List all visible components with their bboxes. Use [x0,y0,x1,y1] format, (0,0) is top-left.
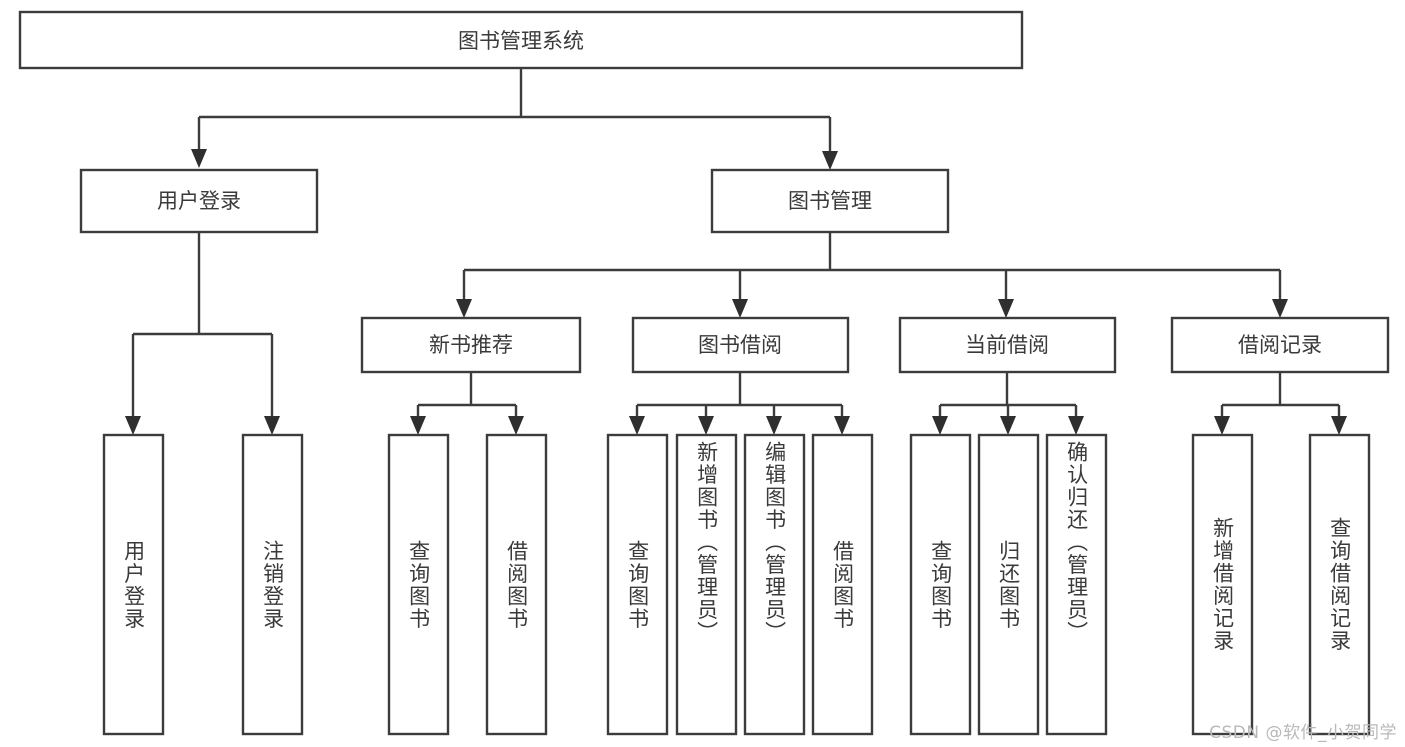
node-book-management[interactable]: 图书管理 [710,168,950,234]
connectors-new-book-children [410,372,524,435]
arrowhead-bb-c1 [629,416,645,435]
arrowhead-user-login [191,149,207,168]
leaf-box-cb-return-book[interactable] [977,433,1040,736]
connectors-book-borrow-children [629,372,850,435]
node-borrow-record-label: 借阅记录 [1238,333,1322,357]
node-current-borrow-label: 当前借阅 [965,333,1049,357]
connectors-user-login-children [125,232,280,435]
arrowhead-ul-child2 [264,416,280,435]
node-book-borrow[interactable]: 图书借阅 [631,316,850,374]
leaf-box-br-add-record[interactable] [1191,433,1254,736]
node-book-borrow-box[interactable] [631,316,850,374]
arrowhead-cb-c1 [932,416,948,435]
arrowhead-bb-c2 [698,416,714,435]
arrowhead-nb-c2 [508,416,524,435]
leaf-box-nb-borrow-book[interactable] [485,433,548,736]
arrowhead-cb-c3 [1068,416,1084,435]
leaf-boxes [102,433,1371,736]
node-root[interactable]: 图书管理系统 [18,10,1024,70]
node-user-login-label: 用户登录 [157,189,241,213]
arrowhead-bm-c2 [732,299,748,318]
leaf-box-bb-borrow-book[interactable] [811,433,874,736]
leaf-box-br-query-record[interactable] [1308,433,1371,736]
arrowhead-bb-c3 [766,416,782,435]
node-new-book-recommend-label: 新书推荐 [429,333,513,357]
connectors-borrow-record-children [1214,372,1347,435]
node-book-management-label: 图书管理 [788,189,872,213]
node-book-borrow-label: 图书借阅 [698,333,782,357]
arrowhead-bm-c1 [456,299,472,318]
node-borrow-record[interactable]: 借阅记录 [1170,316,1390,374]
leaf-box-nb-query-book[interactable] [387,433,450,736]
leaf-box-bb-edit-book[interactable] [743,433,806,736]
node-user-login-box[interactable] [79,168,319,234]
arrowhead-br-c1 [1214,416,1230,435]
node-current-borrow[interactable]: 当前借阅 [898,316,1117,374]
connectors-book-mgmt-children [456,232,1288,318]
node-root-box[interactable] [18,10,1024,70]
node-user-login[interactable]: 用户登录 [79,168,319,234]
node-new-book-recommend-box[interactable] [360,316,582,374]
arrowhead-bb-c4 [834,416,850,435]
csdn-watermark: CSDN @软件_小贺同学 [1209,723,1397,743]
arrowhead-ul-child1 [125,416,141,435]
leaf-box-user-login[interactable] [102,433,165,736]
node-current-borrow-box[interactable] [898,316,1117,374]
arrowhead-bm-c3 [998,299,1014,318]
node-root-label: 图书管理系统 [458,29,584,53]
connectors-root-to-level2 [191,68,838,170]
node-book-management-box[interactable] [710,168,950,234]
leaf-box-cb-confirm-return[interactable] [1045,433,1108,736]
leaf-box-cb-query-book[interactable] [909,433,972,736]
arrowhead-book-mgmt [822,151,838,170]
arrowhead-bm-c4 [1272,299,1288,318]
arrowhead-nb-c1 [410,416,426,435]
arrowhead-cb-c2 [1000,416,1016,435]
connectors-current-borrow-children [932,372,1084,435]
leaf-box-logout[interactable] [241,433,304,736]
leaf-box-bb-add-book[interactable] [675,433,738,736]
arrowhead-br-c2 [1331,416,1347,435]
leaf-box-bb-query-book[interactable] [606,433,669,736]
node-new-book-recommend[interactable]: 新书推荐 [360,316,582,374]
node-borrow-record-box[interactable] [1170,316,1390,374]
